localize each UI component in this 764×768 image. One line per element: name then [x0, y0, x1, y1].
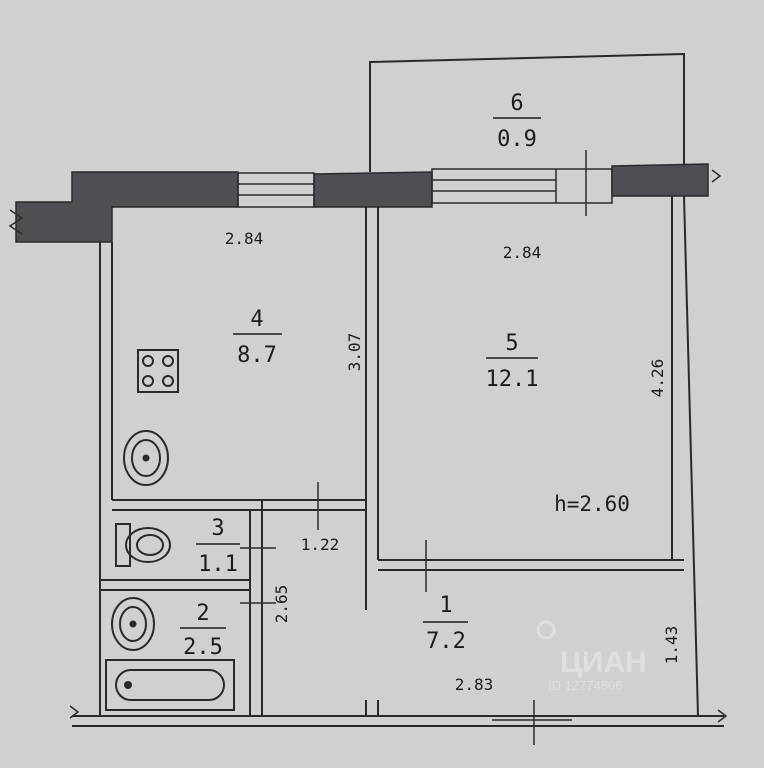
bathtub-icon	[105, 659, 235, 711]
window-1	[237, 172, 315, 208]
kitchen-length-dimension: 3.07	[345, 333, 364, 372]
room-4-area: 8.7	[237, 343, 277, 368]
balcony	[369, 52, 685, 172]
location-pin-icon	[536, 620, 556, 640]
exterior-wall-top	[15, 163, 709, 243]
room-length-dimension: 4.26	[648, 359, 667, 398]
toilet-icon	[115, 523, 171, 567]
hall-width-dimension: 2.83	[455, 675, 494, 694]
room-width-dimension: 2.84	[503, 243, 542, 262]
kitchen-width-dimension: 2.84	[225, 229, 264, 248]
wall-break-marks	[8, 169, 728, 723]
cian-watermark: ЦИАН ID 12774806	[536, 620, 647, 693]
sink-icon	[123, 430, 169, 486]
room-3-area: 1.1	[198, 552, 238, 577]
room-4-number: 4	[250, 307, 263, 332]
room-1-number: 1	[439, 593, 452, 618]
outer-walls	[72, 195, 724, 727]
room-5-area: 12.1	[486, 367, 539, 392]
room-1-area: 7.2	[426, 629, 466, 654]
ceiling-height: h=2.60	[554, 492, 630, 516]
room-5-number: 5	[505, 331, 518, 356]
corridor-width-dimension: 1.22	[301, 535, 340, 554]
bath-length-dimension: 2.65	[272, 585, 291, 624]
room-2-number: 2	[196, 601, 209, 626]
hall-length-dimension: 1.43	[662, 626, 681, 665]
fraction-bars	[180, 117, 541, 629]
watermark-id: ID 12774806	[548, 678, 622, 693]
room-3-number: 3	[211, 516, 224, 541]
watermark-brand: ЦИАН	[560, 646, 647, 679]
stove-icon	[137, 349, 179, 393]
balcony-door-window	[431, 150, 613, 216]
interior-walls	[100, 207, 684, 716]
room-2-area: 2.5	[183, 635, 223, 660]
washbasin-icon	[111, 597, 155, 651]
room-6-number: 6	[510, 91, 523, 116]
room-6-area: 0.9	[497, 127, 537, 152]
door-marks	[240, 482, 572, 745]
